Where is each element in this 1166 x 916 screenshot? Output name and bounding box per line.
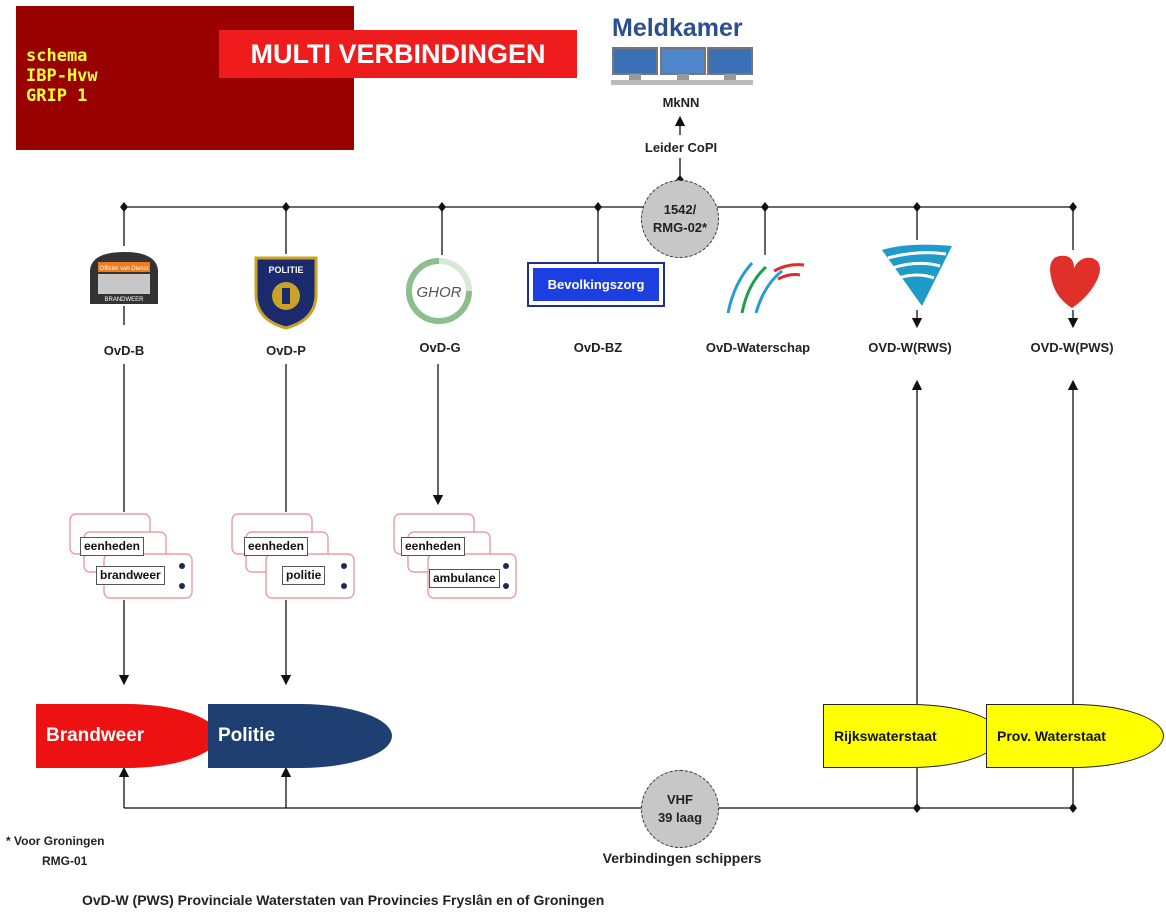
unit-label-politie: politie (282, 566, 326, 585)
footnote-groningen: * Voor Groningen (6, 834, 105, 848)
helmet-bottom-text: BRANDWEER (104, 297, 144, 303)
politie-logo-text: POLITIE (268, 265, 303, 275)
title-banner: MULTI VERBINDINGEN (219, 30, 577, 78)
politie-units-icon (231, 513, 355, 599)
ovd-w-rws-label: OVD-W(RWS) (868, 340, 952, 355)
hub-line-2: RMG-02* (652, 220, 708, 235)
bottom-note: OvD-W (PWS) Provinciale Waterstaten van … (82, 892, 605, 908)
org-politie: Politie (208, 704, 392, 768)
leider-copi-label: Leider CoPI (644, 140, 718, 155)
monitors-icon (611, 47, 753, 85)
org-brandweer: Brandweer (36, 704, 218, 768)
unit-label-eenheden-politie: eenheden (244, 537, 309, 556)
title-lines: schema IBP-Hvw GRIP 1 (26, 46, 98, 106)
hub-line-1: 1542/ (663, 202, 697, 217)
provincie-heart-logo-icon (1050, 255, 1100, 308)
org-rijkswaterstaat: Rijkswaterstaat (823, 704, 1001, 768)
waterschap-logo-icon (726, 261, 805, 314)
brandweer-units-icon (69, 513, 193, 599)
title-line-ibp: IBP-Hvw (26, 66, 98, 86)
politie-badge-icon: POLITIE (254, 256, 318, 330)
ovd-waterschap-label: OvD-Waterschap (705, 340, 811, 355)
unit-label-eenheden-brandweer: eenheden (80, 537, 145, 556)
ovd-bz-label: OvD-BZ (573, 340, 623, 355)
org-prov-waterstaat: Prov. Waterstaat (986, 704, 1164, 768)
mknn-label: MkNN (662, 95, 700, 110)
vhf-line-2: 39 laag (657, 810, 703, 825)
ovd-g-label: OvD-G (419, 340, 461, 355)
unit-label-ambulance: ambulance (429, 569, 500, 588)
ovd-b-label: OvD-B (103, 343, 145, 358)
brandweer-helmet-icon: Officier van Dienst BRANDWEER (90, 252, 158, 304)
title-block: schema IBP-Hvw GRIP 1 (16, 6, 354, 150)
ovd-w-pws-label: OVD-W(PWS) (1030, 340, 1114, 355)
ghor-logo-text: GHOR (417, 284, 462, 301)
ghor-logo-icon: GHOR (406, 258, 472, 324)
footnote-rmg: RMG-01 (42, 854, 88, 868)
ambulance-units-icon (393, 513, 517, 599)
rijkswaterstaat-logo-icon (882, 244, 952, 306)
unit-label-eenheden-ghor: eenheden (401, 537, 466, 556)
helmet-band-text: Officier van Dienst (100, 266, 149, 272)
ovd-p-label: OvD-P (266, 343, 306, 358)
bevolkingszorg-badge: Bevolkingszorg (527, 262, 665, 307)
meldkamer-title: Meldkamer (612, 14, 743, 42)
radio-hub-vhf: VHF 39 laag (641, 770, 719, 848)
radio-hub-1542: 1542/ RMG-02* (641, 180, 719, 258)
title-line-schema: schema (26, 46, 88, 66)
bevolkingszorg-label: Bevolkingszorg (533, 268, 659, 301)
vhf-line-1: VHF (667, 792, 693, 807)
unit-label-brandweer: brandweer (96, 566, 165, 585)
title-line-grip: GRIP 1 (26, 86, 88, 106)
verbindingen-schippers-label: Verbindingen schippers (602, 850, 762, 866)
